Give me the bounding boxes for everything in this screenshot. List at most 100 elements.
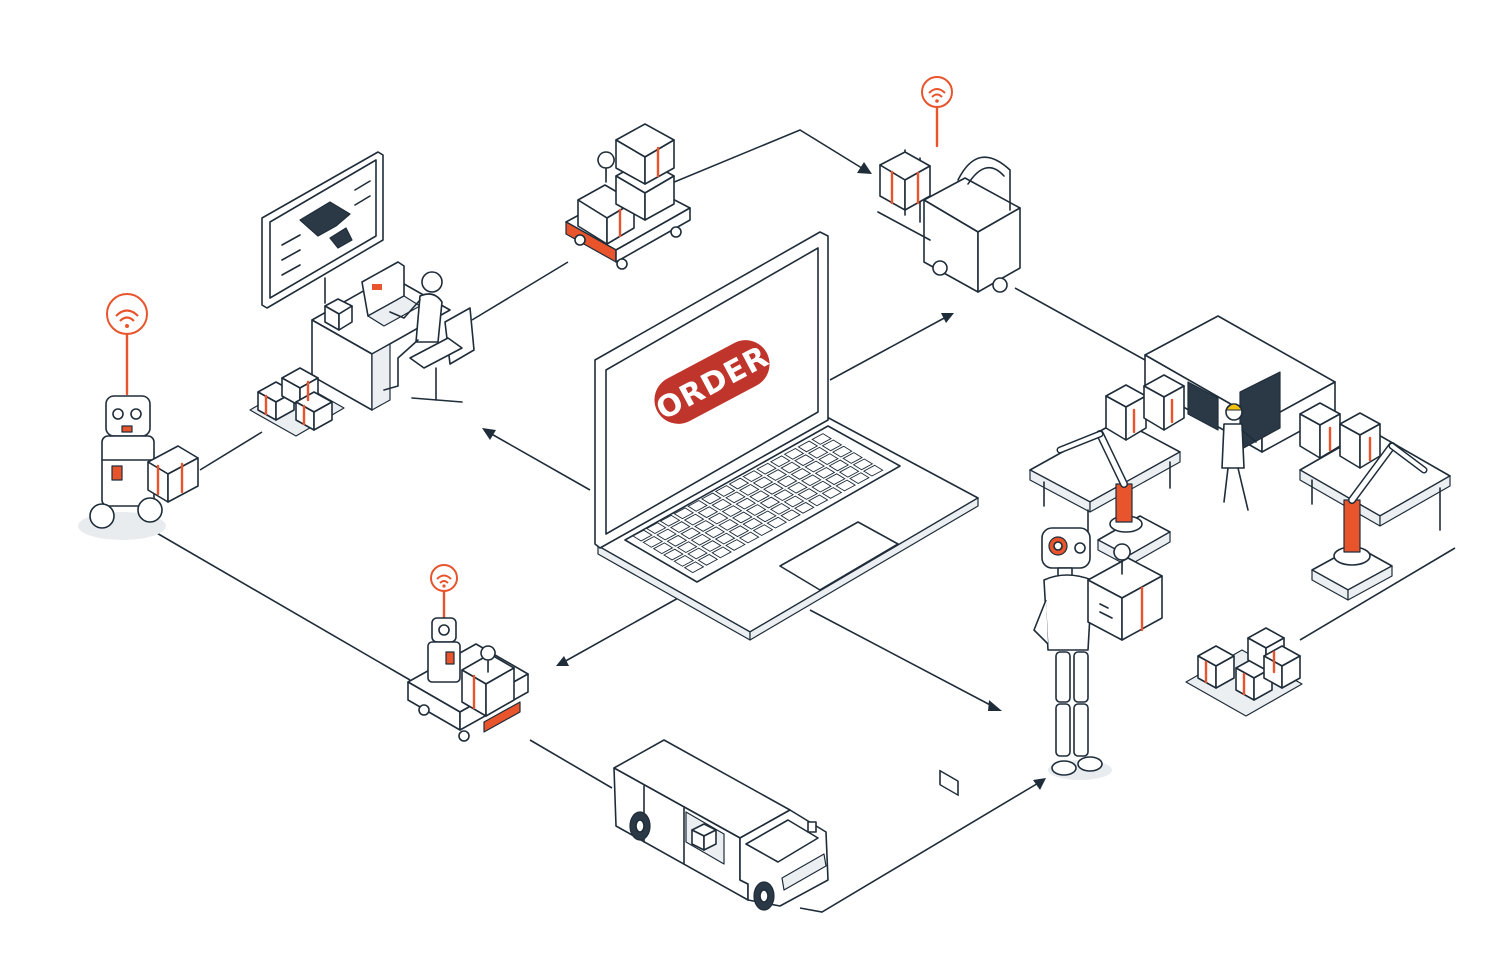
world-map-icon [299, 201, 351, 237]
keyboard-key [756, 462, 777, 475]
connector-van-humanoid [799, 781, 1041, 913]
arrow-laptop-agv [561, 596, 681, 664]
chair-seat [409, 337, 463, 369]
wifi-icon [921, 76, 953, 148]
wifi-waves [115, 309, 139, 322]
keyboard-key [632, 529, 653, 542]
cart-side [615, 207, 691, 263]
wifi-dot [935, 99, 939, 103]
keyboard-key [852, 458, 874, 471]
agv-wheel [418, 704, 430, 716]
robot-eye [112, 408, 124, 420]
box-side [1125, 395, 1147, 441]
keyboard-key [804, 460, 826, 473]
keyboard-key [807, 446, 829, 459]
laptop-keys [632, 433, 884, 574]
keyboard-key [818, 453, 839, 465]
keyboard-key [811, 480, 832, 493]
robot-wheel [89, 503, 115, 529]
agv-robot-icon [407, 564, 529, 742]
van-grille [781, 853, 827, 891]
connector-agv-van [529, 739, 613, 789]
arrowhead [482, 428, 496, 440]
keyboard-key [711, 546, 732, 559]
box-label [1099, 611, 1113, 619]
van-windshield [745, 819, 819, 863]
van-hubcap [759, 889, 769, 903]
conveyor-side [1089, 451, 1181, 513]
keyboard-key [697, 553, 719, 566]
box-side [485, 667, 515, 717]
keyboard-key [742, 517, 763, 530]
keyboard-key [752, 476, 774, 489]
cart-wheel [574, 234, 586, 246]
keyboard-key [769, 503, 791, 515]
humanoid-ear [1074, 542, 1086, 554]
keyboard-key [701, 540, 722, 552]
humanoid-leg [1073, 651, 1089, 703]
keyboard-key [835, 479, 857, 492]
keyboard-key [738, 531, 760, 544]
keyboard-key [790, 468, 812, 480]
keyboard-key [742, 470, 764, 483]
keyboard-key [666, 534, 688, 547]
keyboard-key [714, 532, 736, 545]
wifi-icon [106, 293, 148, 396]
worker-body [1221, 423, 1245, 469]
keyboard-key [838, 465, 860, 478]
worker-arm [1241, 429, 1257, 443]
keyboard-key [766, 469, 788, 481]
humanoid-robot-icon [1033, 527, 1163, 780]
keyboard-key [862, 464, 884, 477]
keyboard-key [776, 475, 798, 488]
arrowhead [556, 656, 569, 666]
box-side [644, 139, 675, 185]
keyboard-key [738, 484, 760, 496]
keyboard-key [763, 482, 784, 495]
connector-factory-pallets [1299, 547, 1456, 641]
chair-base [411, 397, 463, 403]
keyboard-key [728, 525, 750, 538]
keyboard-key [842, 452, 863, 464]
keyboard-key [683, 513, 705, 526]
hard-hat-icon [1225, 403, 1243, 411]
wifi-waves [436, 574, 452, 584]
connector-cart-forklift [654, 129, 866, 191]
keyboard-key [718, 518, 739, 531]
keyboard-key [821, 439, 843, 452]
wifi-icon [430, 564, 458, 622]
keyboard-key [849, 472, 870, 484]
humanoid-leg [1055, 651, 1071, 703]
robot-arm-segment [1058, 432, 1102, 452]
forklift-fork [877, 211, 931, 241]
boxes-cart-icon [565, 123, 691, 270]
robot-body [101, 435, 155, 507]
robot-panel [111, 465, 123, 481]
van-mirror [807, 821, 817, 833]
humanoid-eye-inner [1053, 541, 1063, 551]
arrowhead [1033, 778, 1046, 790]
chart-line [281, 264, 301, 276]
keyboard-key [794, 454, 815, 467]
cabinet-screen [1187, 381, 1219, 431]
pallet-boxes [257, 367, 333, 431]
box-side [644, 175, 675, 221]
operator-arm [389, 299, 421, 319]
robot-arm-segment [1097, 431, 1127, 487]
box-side [338, 305, 353, 331]
connector-robot-agv [154, 531, 411, 681]
robot-eye [130, 408, 142, 420]
keyboard-key [694, 520, 715, 532]
keyboard-key [707, 512, 729, 525]
arrowhead [857, 162, 872, 174]
keyboard-key [704, 526, 726, 539]
keyboard-key [787, 481, 808, 494]
robot-arm-segment [1390, 444, 1426, 472]
keyboard-key [735, 497, 757, 510]
keyboard-key [814, 466, 836, 479]
connector-lines [154, 129, 1456, 913]
keyboard-key [725, 491, 746, 504]
keyboard-key [780, 509, 801, 522]
keyboard-key [800, 474, 822, 487]
